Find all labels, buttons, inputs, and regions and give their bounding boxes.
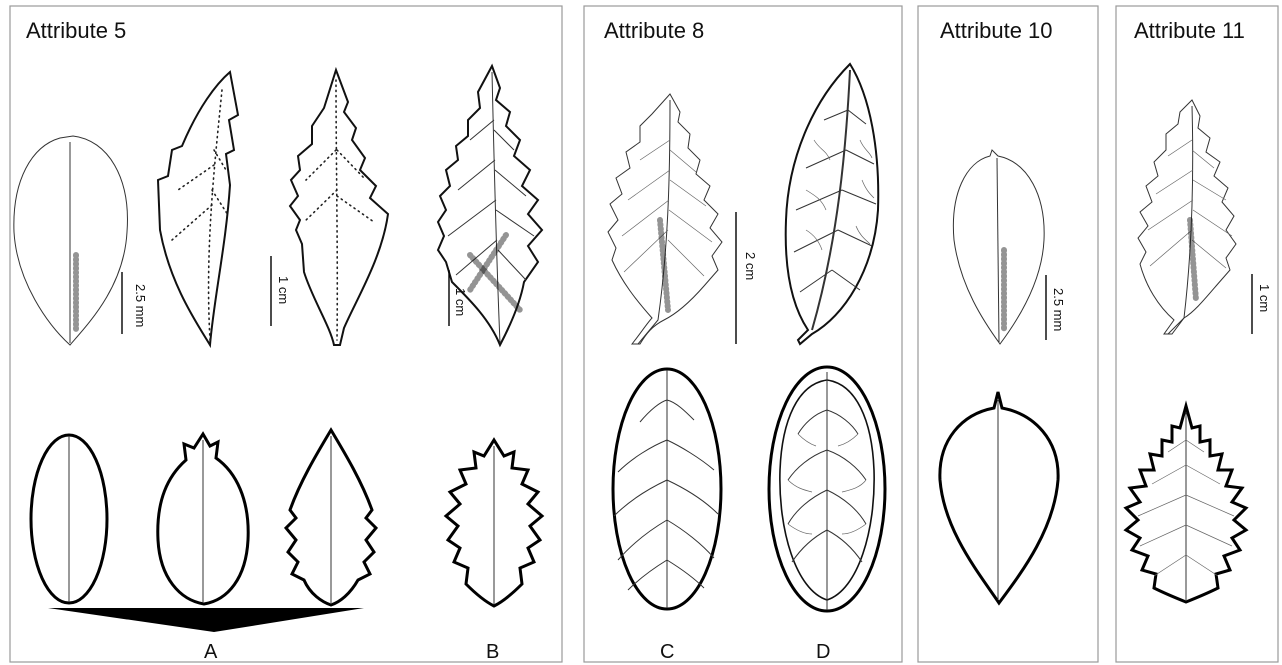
leaf-schematic-D [769,367,885,611]
svg-text:1 cm: 1 cm [453,288,468,316]
scale-bar: 1 cm [1252,274,1272,334]
label-B: B [486,641,499,663]
label-C: C [660,641,674,663]
leaf-schematic-double-serrate [1126,406,1246,602]
leaf-illustration-serrate [290,70,388,345]
leaf-illustration-C [608,94,722,344]
panel-title: Attribute 11 [1134,18,1245,43]
svg-text:2 cm: 2 cm [743,252,758,280]
leaf-illustration-D [786,64,879,344]
scale-bar: 2.5 mm [1046,275,1066,340]
label-A: A [204,641,218,663]
svg-text:2.5 mm: 2.5 mm [133,284,148,327]
scale-bar: 2 cm [736,212,758,344]
svg-text:1 cm: 1 cm [1257,284,1272,312]
panel-attribute-11: Attribute 11 1 cm [1116,6,1278,662]
leaf-illustration-apical-serrate [158,72,238,345]
scale-bar: 1 cm [271,256,291,326]
leaf-schematic-elliptic [31,435,107,603]
leaf-illustration-double-serrate [1138,100,1236,334]
leaf-schematic-C [613,369,721,609]
leaf-schematic-apical-teeth [158,434,248,604]
leaf-schematic-mucronate [940,392,1058,603]
svg-text:2.5 mm: 2.5 mm [1051,288,1066,331]
leaf-illustration-entire [14,136,128,345]
gradient-wedge [48,608,364,632]
leaf-illustration-mucronate [953,150,1044,344]
panel-attribute-8: Attribute 8 2 cm C [584,6,902,663]
panel-attribute-5: Attribute 5 2.5 mm 1 cm [10,6,562,663]
scale-bar: 2.5 mm [122,272,148,334]
panel-title: Attribute 5 [26,18,126,43]
label-D: D [816,641,830,663]
panel-attribute-10: Attribute 10 2.5 mm [918,6,1098,662]
svg-text:1 cm: 1 cm [276,276,291,304]
panel-title: Attribute 8 [604,18,704,43]
panel-title: Attribute 10 [940,18,1053,43]
leaf-schematic-serrate [286,430,376,605]
leaf-schematic-serrate-B [446,440,542,606]
